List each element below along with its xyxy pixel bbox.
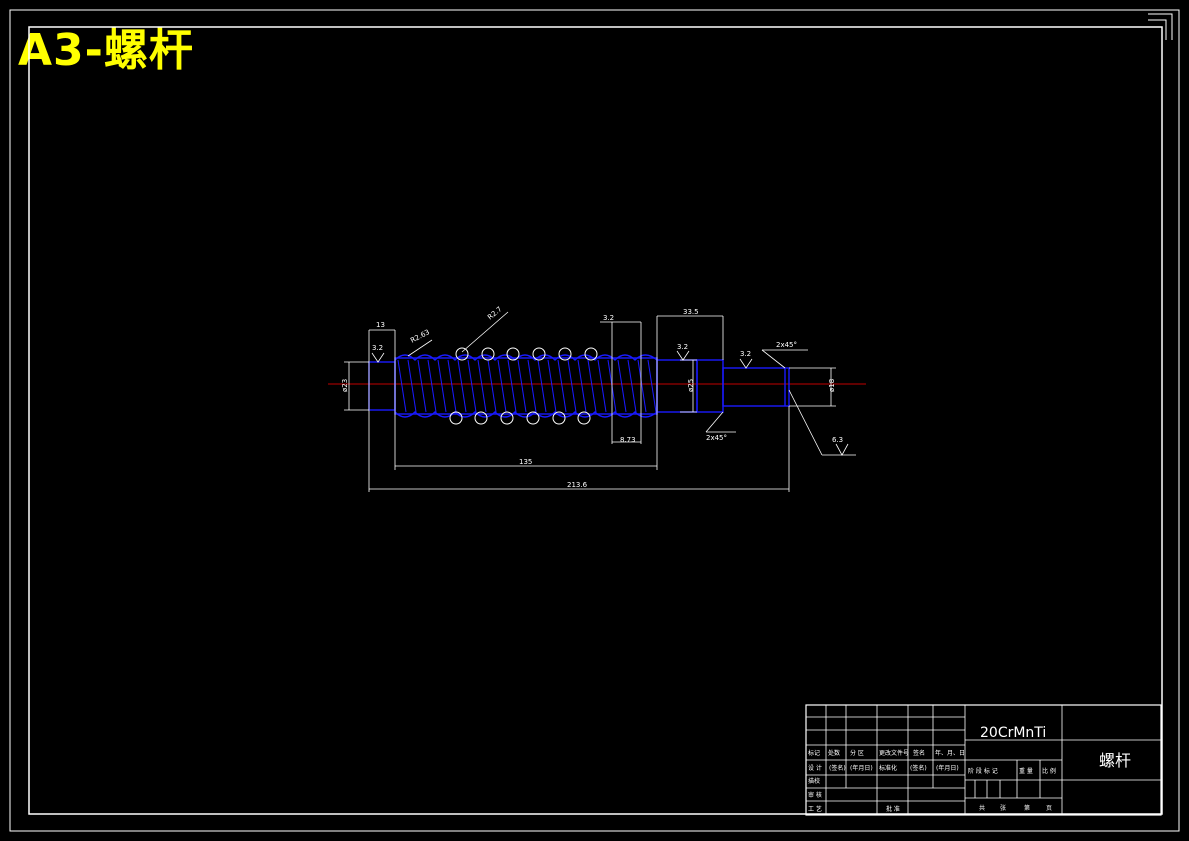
ball [481,347,495,361]
roughness-right: 3.2 [740,350,751,358]
tb-part-name: 螺杆 [1099,751,1131,770]
helix-line [547,359,557,413]
tb-approve: 批 准 [886,805,900,813]
dim-chamfer-top: 2x45° [776,341,797,349]
tb-sheets: 张 [1000,804,1006,812]
tb-draw: 描校 [808,777,820,785]
tb-review: 审 核 [808,791,822,799]
dim-d-middle: ø25 [687,379,695,392]
helix-line [577,359,587,413]
helix-line [557,359,567,413]
tb-material: 20CrMnTi [980,725,1046,741]
collar [696,359,724,413]
title-block-text: 标记 处数 分 区 更改文件号 签名 年、月、日 设 计 (签名) (年月日) … [808,749,1056,813]
dim-len-left: 13 [376,321,385,329]
title-block [805,704,1162,816]
corner-mark [1148,19,1167,40]
helix-line [537,359,547,413]
ball [474,411,488,425]
helix-line [597,359,607,413]
helix-line [647,359,657,413]
inner-frame [28,26,1163,815]
helix-line [417,359,427,413]
helix-line [627,359,637,413]
thread-top-profile [394,354,658,361]
tb-design: 设 计 [808,764,822,772]
tb-scale: 比 例 [1042,767,1056,775]
ball [584,347,598,361]
roughness-middle: 3.2 [677,343,688,351]
dim-d-left: ø23 [341,379,349,392]
tb-sign: 签名 [913,749,925,757]
ball [449,411,463,425]
dim-thread-step: 3.2 [603,314,614,322]
tb-process: 工 艺 [808,805,822,813]
helix-line [427,359,437,413]
roughness-left: 3.2 [372,344,383,352]
helix-line [507,359,517,413]
dim-small-step: 8.73 [620,436,636,444]
tb-total: 共 [979,804,985,812]
ball [506,347,520,361]
helix-line [397,359,407,413]
helix-line [497,359,507,413]
helix-line [527,359,537,413]
tb-date: 年、月、日 [935,749,965,757]
tb-std: 标准化 [879,764,897,772]
helix-line [447,359,457,413]
corner-mark [1148,13,1173,40]
helix-line [487,359,497,413]
helix-line [437,359,447,413]
helix-line [477,359,487,413]
tb-weight: 重 量 [1019,767,1033,775]
helix-line [517,359,527,413]
sheet-title: A3-螺杆 [18,25,194,76]
helix-line [617,359,627,413]
tb-sign-2: (签名) [910,764,927,772]
right-shaft [722,367,790,407]
dim-d-right: ø18 [828,379,836,392]
roughness-far-right: 6.3 [832,436,843,444]
ball-group [449,347,598,425]
helix-line [587,359,597,413]
tb-date-2: (年月日) [936,764,959,772]
tb-doc-no: 更改文件号 [879,749,909,757]
roughness-symbols [371,350,849,456]
tb-page: 第 [1024,804,1030,812]
tb-page-unit: 页 [1046,805,1052,812]
tb-date-1: (年月日) [850,764,873,772]
tb-sign-1: (签名) [829,764,846,772]
helix-line [457,359,467,413]
helix-line [407,359,417,413]
tb-count: 处数 [828,749,840,757]
helix-line [467,359,477,413]
ball [577,411,591,425]
helix-line [567,359,577,413]
dim-radius-ball: R2.7 [486,305,503,321]
dim-thread-length: 135 [519,458,532,466]
ball [532,347,546,361]
thread-helix [397,359,657,413]
tb-stage-mark: 阶 段 标 记 [968,767,998,775]
dimension-lines [344,311,856,492]
dim-right-shoulder: 33.5 [683,308,699,316]
dim-chamfer-bottom: 2x45° [706,434,727,442]
thread-bottom-profile [394,411,658,418]
ball [552,411,566,425]
helix-line [637,359,647,413]
outer-frame [9,9,1180,832]
ball [526,411,540,425]
dim-total-length: 213.6 [567,481,588,489]
left-shaft [368,361,396,411]
tb-mark: 标记 [808,749,820,757]
tb-zone: 分 区 [850,749,864,757]
thread-body [394,357,658,415]
ball [500,411,514,425]
ball [558,347,572,361]
ball [455,347,469,361]
dim-radius-large: R2.63 [409,328,431,345]
